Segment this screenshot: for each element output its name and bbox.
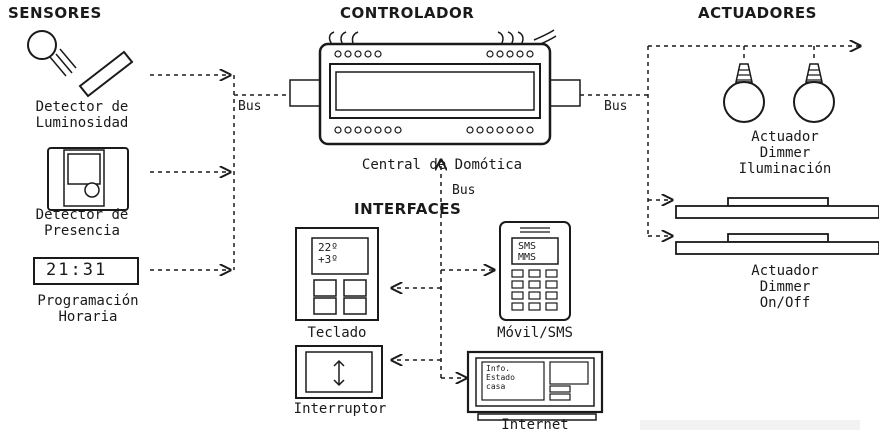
interface-bus-lines	[392, 160, 494, 378]
presence-label-line1: Detector de	[35, 207, 129, 223]
onoff-label-line1: Actuador	[751, 263, 819, 279]
keypad-display-line2: +3º	[318, 253, 338, 266]
luminosity-sensor-icon	[27, 30, 134, 98]
presence-label: Detector de Presencia	[12, 208, 152, 238]
onoff-actuator-icon	[675, 197, 879, 255]
keypad-label: Teclado	[307, 325, 367, 341]
onoff-label-line3: On/Off	[759, 295, 811, 311]
onoff-label-line2: Dimmer	[759, 279, 811, 295]
computer-icon	[466, 350, 604, 421]
presence-sensor-icon	[47, 147, 129, 211]
internet-label: Internet	[501, 417, 569, 433]
keypad-icon	[295, 227, 379, 321]
controller-header: CONTROLADOR	[340, 4, 475, 22]
programming-label-line1: Programación	[37, 293, 139, 309]
interfaces-header: INTERFACES	[354, 200, 462, 218]
bulb-icon	[723, 63, 765, 123]
actuator-bus-lines	[580, 46, 860, 236]
presence-label-line2: Presencia	[44, 223, 120, 239]
internet-display-line1: Info.	[486, 364, 511, 373]
dimmer-label-line1: Actuador	[751, 129, 819, 145]
mobile-display-text: SMS MMS	[518, 241, 536, 263]
dimmer-actuator-label: Actuador Dimmer Iluminación	[700, 130, 870, 176]
actuators-header: ACTUADORES	[698, 4, 817, 22]
programming-label: Programación Horaria	[2, 294, 174, 324]
onoff-actuator-label: Actuador Dimmer On/Off	[700, 264, 870, 310]
luminosity-label-line1: Detector de	[35, 99, 129, 115]
mobile-display-line1: SMS	[518, 241, 537, 252]
dimmer-label-line3: Iluminación	[738, 161, 832, 177]
clock-display-icon	[33, 257, 139, 285]
mobile-phone-icon	[499, 221, 571, 321]
internet-display-line2: Estado	[486, 373, 515, 382]
controller-label: Central de Domótica	[361, 157, 523, 173]
controller-device-icon	[289, 29, 581, 146]
sensor-bus-lines	[150, 75, 316, 270]
sensors-header: SENSORES	[8, 4, 102, 22]
bulb-icon	[793, 63, 835, 123]
keypad-display-line1: 22º	[318, 241, 338, 254]
switch-icon	[295, 345, 383, 399]
mobile-label: Móvil/SMS	[497, 325, 573, 341]
keypad-display-text: 22º +3º	[318, 242, 338, 266]
bus-label-right: Bus	[604, 99, 628, 114]
dimmer-label-line2: Dimmer	[759, 145, 811, 161]
luminosity-label-line2: Luminosidad	[35, 115, 129, 131]
mobile-display-line2: MMS	[518, 252, 537, 263]
bus-label-center: Bus	[452, 183, 476, 198]
watermark-mark	[640, 420, 860, 430]
internet-display-text: Info. Estado casa	[486, 364, 515, 391]
switch-label: Interruptor	[293, 401, 387, 417]
bus-label-left: Bus	[238, 99, 262, 114]
luminosity-label: Detector de Luminosidad	[12, 100, 152, 130]
programming-label-line2: Horaria	[58, 309, 118, 325]
internet-display-line3: casa	[486, 382, 506, 391]
clock-display-value: 21:31	[46, 260, 108, 280]
